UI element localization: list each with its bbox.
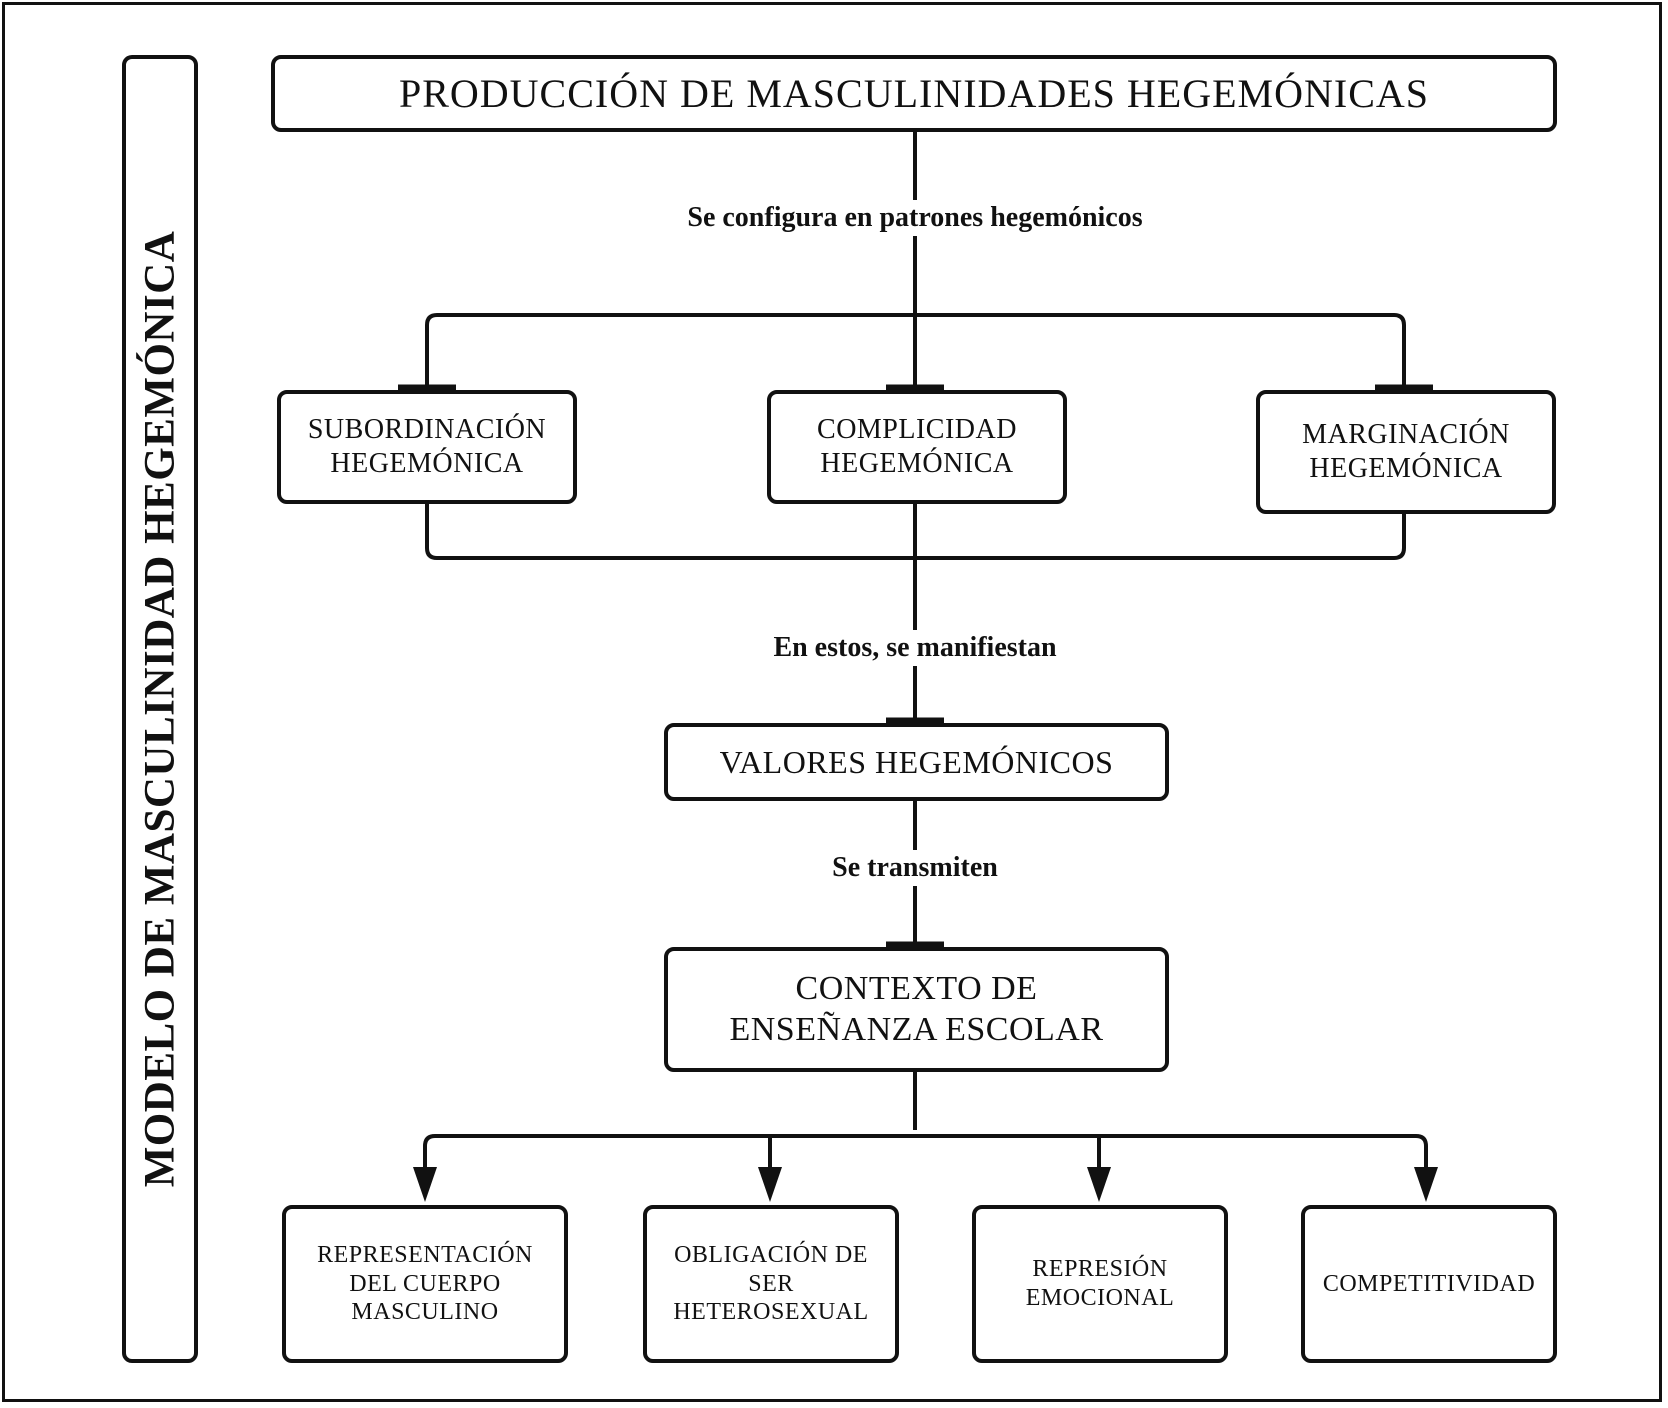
edge-label-transmitted: Se transmiten	[826, 850, 1004, 886]
edge-label-manifest: En estos, se manifiestan	[767, 630, 1063, 666]
arrow-competitiveness	[1414, 1167, 1438, 1202]
edge-label-configured: Se configura en patrones hegemónicos	[681, 200, 1149, 236]
arrow-body-representation	[413, 1167, 437, 1202]
node-values-label: VALORES HEGEMÓNICOS	[719, 743, 1114, 780]
node-subordination: SUBORDINACIÓN HEGEMÓNICA	[277, 390, 577, 504]
connector-top-branch	[425, 313, 1406, 390]
node-values: VALORES HEGEMÓNICOS	[664, 723, 1169, 801]
node-competitiveness-label: COMPETITIVIDAD	[1322, 1270, 1536, 1297]
node-complicity: COMPLICIDAD HEGEMÓNICA	[767, 390, 1067, 504]
side-title: MODELO DE MASCULINIDAD HEGEMÓNICA	[136, 230, 184, 1188]
node-heterosexual-obligation: OBLIGACIÓN DE SER HETEROSEXUAL	[643, 1205, 899, 1363]
node-body-representation: REPRESENTACIÓN DEL CUERPO MASCULINO	[282, 1205, 568, 1363]
node-heterosexual-obligation-label: OBLIGACIÓN DE SER HETEROSEXUAL	[673, 1241, 869, 1326]
node-context: CONTEXTO DE ENSEÑANZA ESCOLAR	[664, 947, 1169, 1072]
node-emotional-repression: REPRESIÓN EMOCIONAL	[972, 1205, 1228, 1363]
connector-outcomes-branch	[423, 1070, 1428, 1170]
node-emotional-repression-label: REPRESIÓN EMOCIONAL	[1025, 1256, 1175, 1311]
node-complicity-label: COMPLICIDAD HEGEMÓNICA	[817, 414, 1017, 479]
node-competitiveness: COMPETITIVIDAD	[1301, 1205, 1557, 1363]
arrow-heterosexual-obligation	[758, 1167, 782, 1202]
node-production-label: PRODUCCIÓN DE MASCULINIDADES HEGEMÓNICAS	[398, 70, 1430, 116]
node-subordination-label: SUBORDINACIÓN HEGEMÓNICA	[307, 414, 547, 479]
node-context-label: CONTEXTO DE ENSEÑANZA ESCOLAR	[729, 969, 1104, 1048]
node-production: PRODUCCIÓN DE MASCULINIDADES HEGEMÓNICAS	[271, 55, 1557, 132]
node-body-representation-label: REPRESENTACIÓN DEL CUERPO MASCULINO	[317, 1241, 533, 1326]
arrow-emotional-repression	[1087, 1167, 1111, 1202]
side-title-panel: MODELO DE MASCULINIDAD HEGEMÓNICA	[122, 55, 198, 1363]
node-marginalization-label: MARGINACIÓN HEGEMÓNICA	[1302, 419, 1510, 484]
node-marginalization: MARGINACIÓN HEGEMÓNICA	[1256, 390, 1556, 514]
